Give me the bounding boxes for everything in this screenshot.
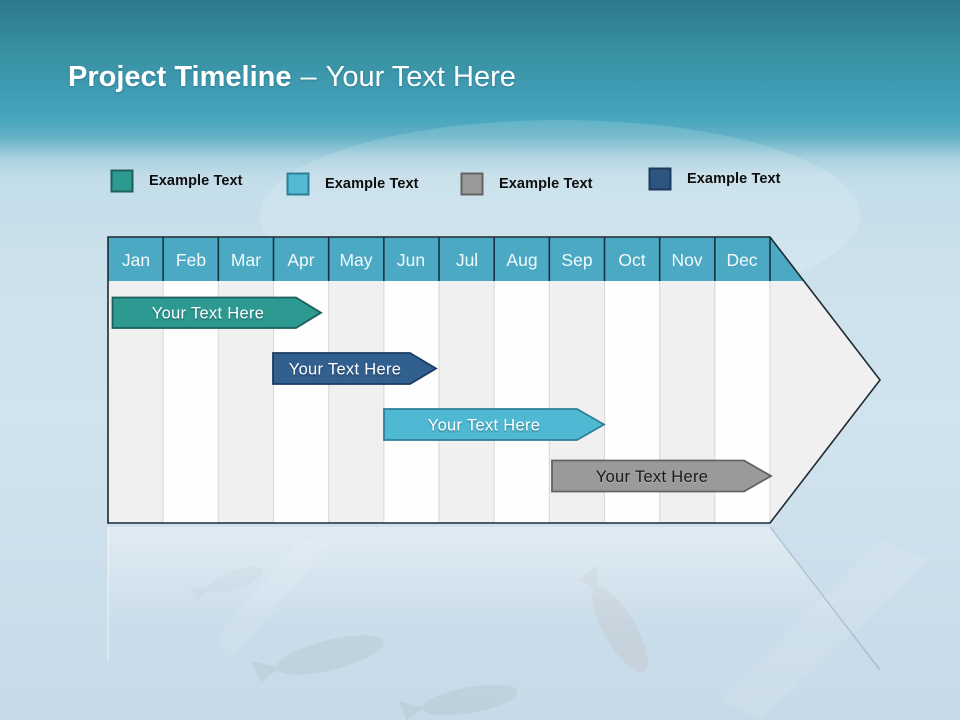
task-bar-shape [383,408,606,441]
legend-item-2[interactable]: Example Text [286,172,419,196]
title-primary: Project Timeline [68,61,292,93]
month-label: Mar [231,250,261,270]
legend-swatch-icon [110,169,134,193]
timeline-arrow-outline [107,236,882,524]
legend-item-4[interactable]: Example Text [648,167,781,191]
header-separators [162,237,771,281]
month-label: Dec [726,250,757,270]
month-label: Nov [671,250,702,270]
timeline-reflection [107,526,881,720]
month-label: Sep [561,250,592,270]
task-bar-2[interactable]: Your Text Here [272,352,438,385]
legend-swatch-icon [648,167,672,191]
legend-swatch-icon [286,172,310,196]
task-bar-label: Your Text Here [289,361,401,379]
legend-item-1[interactable]: Example Text [110,169,243,193]
task-bar-3[interactable]: Your Text Here [383,408,606,441]
month-label: Apr [287,250,314,270]
task-bar-shape [272,352,438,385]
legend-item-label: Example Text [687,171,781,187]
task-bar-label: Your Text Here [596,468,708,486]
month-label: May [339,250,372,270]
task-bar-label: Your Text Here [152,305,264,323]
legend-item-3[interactable]: Example Text [460,172,593,196]
month-label: Aug [506,250,537,270]
month-label: Jan [122,250,150,270]
legend-item-label: Example Text [325,176,419,192]
month-label: Feb [176,250,206,270]
task-bar-1[interactable]: Your Text Here [111,296,323,329]
month-label: Oct [618,250,645,270]
legend-item-label: Example Text [499,176,593,192]
title-secondary: Your Text Here [325,61,516,93]
legend-item-label: Example Text [149,173,243,189]
title-separator: – [300,61,317,93]
task-bar-4[interactable]: Your Text Here [551,459,773,493]
month-header-band [108,237,804,281]
task-bar-shape [551,459,773,493]
task-bar-shape [111,296,323,329]
month-label: Jun [397,250,425,270]
task-bar-label: Your Text Here [428,417,540,435]
month-label: Jul [456,250,478,270]
legend-swatch-icon [460,172,484,196]
page-title[interactable]: Project Timeline – Your Text Here [68,60,516,95]
